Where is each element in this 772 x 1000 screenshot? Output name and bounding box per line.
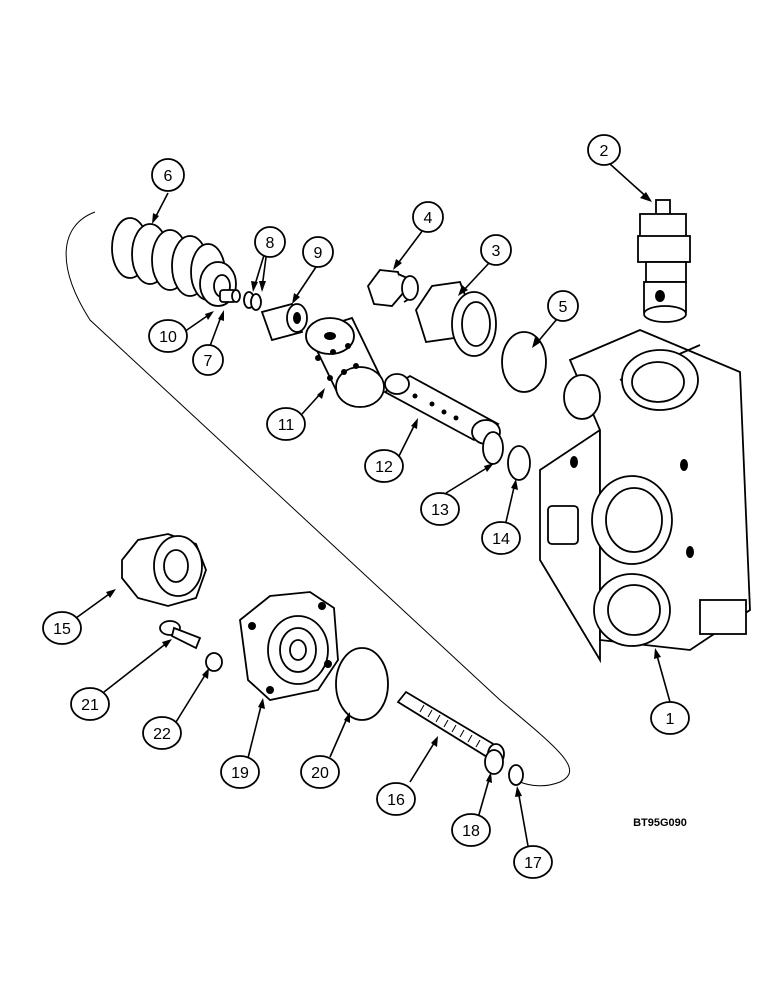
- assembly-boundary-line: [65, 211, 571, 787]
- callout-label-12: 12: [375, 459, 393, 476]
- part-3-fitting: [415, 281, 497, 357]
- callout-8: 8: [254, 226, 286, 258]
- callout-label-3: 3: [492, 243, 501, 260]
- part-13-o-ring: [482, 431, 504, 465]
- callout-label-4: 4: [424, 210, 433, 227]
- callout-18: 18: [451, 813, 491, 847]
- callout-6: 6: [151, 158, 185, 192]
- callout-3: 3: [480, 234, 512, 266]
- callout-label-10: 10: [159, 329, 177, 346]
- callout-label-5: 5: [559, 299, 568, 316]
- callout-label-13: 13: [431, 502, 449, 519]
- callout-label-21: 21: [81, 697, 99, 714]
- part-9-sleeve: [260, 302, 308, 342]
- callout-label-9: 9: [314, 245, 323, 262]
- callout-label-15: 15: [53, 621, 71, 638]
- callout-9: 9: [302, 236, 334, 268]
- callout-label-7: 7: [204, 353, 213, 370]
- callout-label-8: 8: [266, 235, 275, 252]
- part-20-o-ring: [335, 647, 389, 721]
- callout-label-20: 20: [311, 765, 329, 782]
- part-14-o-ring: [507, 445, 531, 481]
- callout-12: 12: [364, 449, 404, 483]
- part-5-o-ring: [501, 331, 547, 393]
- part-4-plug: [366, 269, 419, 307]
- part-11-spool-housing: [305, 316, 385, 408]
- part-19-flange: [239, 591, 339, 701]
- callout-label-6: 6: [164, 168, 173, 185]
- callout-22: 22: [142, 716, 182, 750]
- callout-4: 4: [412, 201, 444, 233]
- callout-5: 5: [547, 290, 579, 322]
- callout-10: 10: [148, 319, 188, 353]
- callout-14: 14: [481, 521, 521, 555]
- callout-label-22: 22: [153, 726, 171, 743]
- part-2-relief-valve: [637, 199, 691, 323]
- callout-label-2: 2: [600, 143, 609, 160]
- part-12-spool: [383, 373, 501, 445]
- part-1-valve-body: [539, 329, 751, 664]
- callout-2: 2: [587, 134, 621, 166]
- callout-20: 20: [300, 755, 340, 789]
- callout-label-19: 19: [231, 765, 249, 782]
- callout-label-17: 17: [524, 855, 542, 872]
- callout-label-16: 16: [387, 792, 405, 809]
- callout-label-1: 1: [666, 711, 675, 728]
- callout-19: 19: [220, 755, 260, 789]
- callout-16: 16: [376, 782, 416, 816]
- callout-label-11: 11: [278, 417, 295, 434]
- part-8-rings: [243, 291, 262, 311]
- part-7-pin: [219, 289, 241, 303]
- callout-label-14: 14: [492, 531, 510, 548]
- callout-15: 15: [42, 611, 82, 645]
- callout-7: 7: [192, 344, 224, 376]
- part-18-washer: [484, 749, 504, 775]
- part-15-cap: [121, 533, 207, 607]
- figure-code: BT95G090: [633, 817, 687, 829]
- callout-11: 11: [266, 407, 306, 441]
- callout-13: 13: [420, 492, 460, 526]
- callout-1: 1: [650, 701, 690, 735]
- callout-21: 21: [70, 687, 110, 721]
- leader-lines: [75, 163, 671, 847]
- part-22-nut: [205, 652, 223, 672]
- part-17-o-ring: [508, 764, 524, 786]
- callout-17: 17: [513, 845, 553, 879]
- callout-label-18: 18: [462, 823, 480, 840]
- part-21-bolt: [159, 620, 202, 650]
